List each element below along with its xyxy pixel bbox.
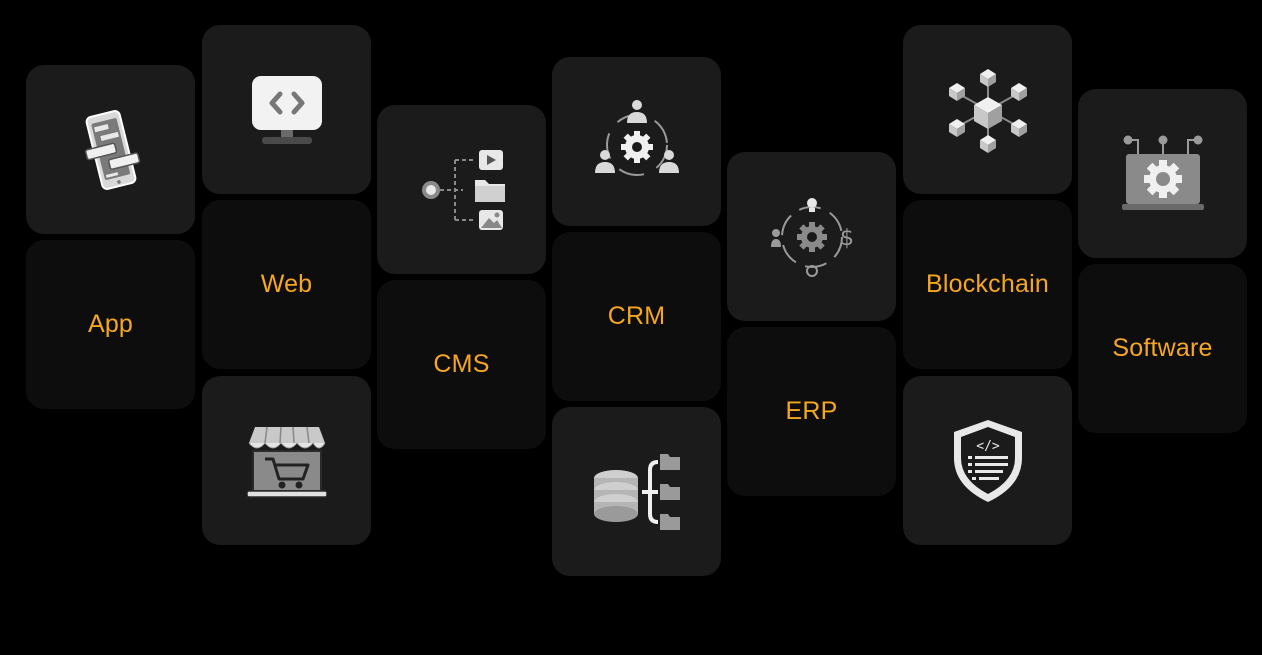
secure-code-shield-icon: </> <box>950 418 1026 504</box>
software-icon-tile[interactable] <box>1078 89 1247 258</box>
software-gear-laptop-icon <box>1121 134 1204 214</box>
database-hierarchy-icon <box>592 450 682 534</box>
svg-text:</>: </> <box>976 439 1000 454</box>
crm-icon-tile[interactable] <box>552 57 721 226</box>
blockchain-label: Blockchain <box>926 270 1049 298</box>
software-service-tile[interactable]: Software <box>1078 264 1247 433</box>
blockchain-service-tile[interactable]: Blockchain <box>903 200 1072 369</box>
mobile-app-icon <box>80 107 142 193</box>
erp-service-tile[interactable]: ERP <box>727 327 896 496</box>
resource-planning-icon: $ <box>770 195 854 279</box>
web-icon-tile[interactable] <box>202 25 371 194</box>
cms-icon-tile[interactable] <box>377 105 546 274</box>
customer-gear-icon <box>592 97 682 187</box>
blockchain-icon-tile[interactable] <box>903 25 1072 194</box>
storefront-cart-icon <box>246 421 327 501</box>
cms-label: CMS <box>433 350 490 378</box>
blockchain-cubes-icon <box>947 67 1029 153</box>
crm-label: CRM <box>607 302 666 330</box>
erp-label: ERP <box>785 397 838 425</box>
web-service-tile[interactable]: Web <box>202 200 371 369</box>
erp-icon-tile[interactable]: $ <box>727 152 896 321</box>
software-label: Software <box>1112 334 1213 362</box>
cms-service-tile[interactable]: CMS <box>377 280 546 449</box>
security-icon-tile[interactable]: </> <box>903 376 1072 545</box>
svg-text:$: $ <box>840 226 854 251</box>
code-monitor-icon <box>250 74 324 146</box>
web-label: Web <box>260 270 313 298</box>
ecommerce-icon-tile[interactable] <box>202 376 371 545</box>
content-tree-icon <box>417 148 507 232</box>
app-icon-tile[interactable] <box>26 65 195 234</box>
app-service-tile[interactable]: App <box>26 240 195 409</box>
crm-service-tile[interactable]: CRM <box>552 232 721 401</box>
app-label: App <box>87 310 134 338</box>
database-icon-tile[interactable] <box>552 407 721 576</box>
